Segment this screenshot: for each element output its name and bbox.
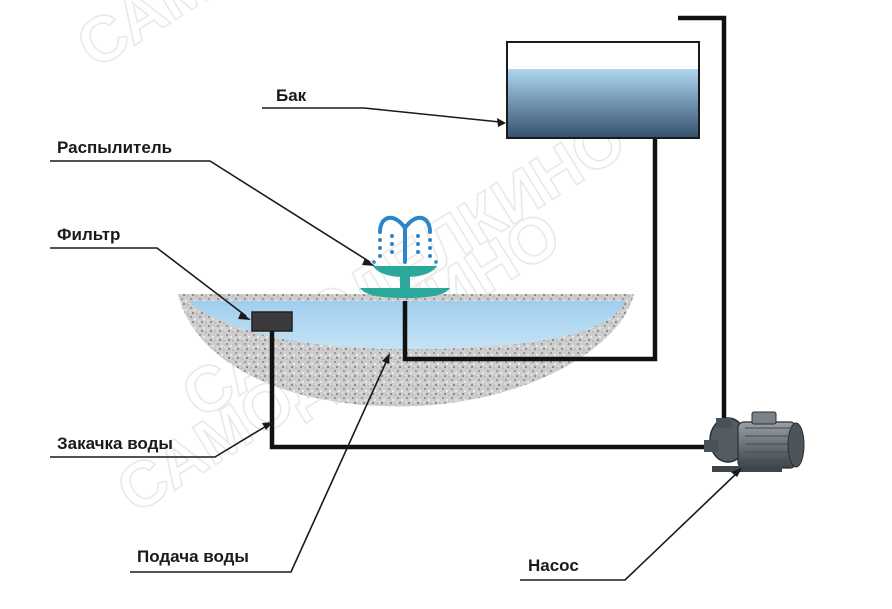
- label-sprayer: Распылитель: [50, 138, 375, 266]
- leader-water-intake: [50, 424, 269, 458]
- leader-tank: [262, 107, 501, 123]
- piping: [269, 15, 727, 450]
- pump-inlet: [704, 440, 718, 452]
- arrowhead-sprayer: [362, 258, 375, 266]
- pump-cooling-fins: [745, 427, 790, 461]
- arrowhead-tank: [497, 118, 506, 127]
- label-filter-text: Фильтр: [57, 225, 120, 244]
- pipe-tank-outlet: [402, 138, 658, 362]
- label-filter: Фильтр: [50, 225, 251, 320]
- label-water-intake-text: Закачка воды: [57, 434, 173, 453]
- leader-pump: [520, 471, 739, 581]
- water-spray-icon: [378, 216, 432, 264]
- filter-box: [251, 311, 293, 332]
- pump-base: [712, 466, 782, 472]
- fountain-sprayer: [360, 216, 450, 298]
- pipe-pump-to-tank: [678, 15, 727, 425]
- arrowhead-water-supply: [382, 353, 390, 364]
- tank: [506, 41, 700, 139]
- arrowhead-water-intake: [262, 422, 273, 430]
- label-water-intake: Закачка воды: [50, 422, 273, 458]
- fountain-stem: [400, 275, 410, 289]
- pump-terminal-box: [751, 411, 777, 425]
- label-water-supply: Подача воды: [130, 353, 390, 573]
- label-tank-text: Бак: [276, 86, 307, 105]
- label-tank: Бак: [262, 86, 506, 127]
- tank-water: [507, 69, 699, 138]
- label-water-supply-text: Подача воды: [137, 547, 249, 566]
- fountain-bowl: [360, 288, 450, 298]
- pump-motor-endcap: [787, 422, 805, 468]
- leader-filter: [50, 247, 247, 317]
- arrowhead-pump: [731, 468, 742, 477]
- fountain-top-bowl: [373, 266, 437, 277]
- pump: [704, 411, 805, 472]
- watermark-text-top: САМОДЕЛКИНО: [64, 0, 532, 82]
- arrowhead-filter: [238, 312, 251, 320]
- water-droplets: [372, 234, 438, 264]
- pipe-filter-intake: [269, 331, 712, 450]
- label-sprayer-text: Распылитель: [57, 138, 172, 157]
- leader-water-supply: [130, 359, 388, 573]
- pump-motor-body: [737, 421, 797, 469]
- label-pump-text: Насос: [528, 556, 579, 575]
- label-pump: Насос: [520, 468, 742, 581]
- leader-sprayer: [50, 160, 371, 263]
- pump-outlet: [716, 418, 732, 428]
- tank-outline: [506, 41, 700, 139]
